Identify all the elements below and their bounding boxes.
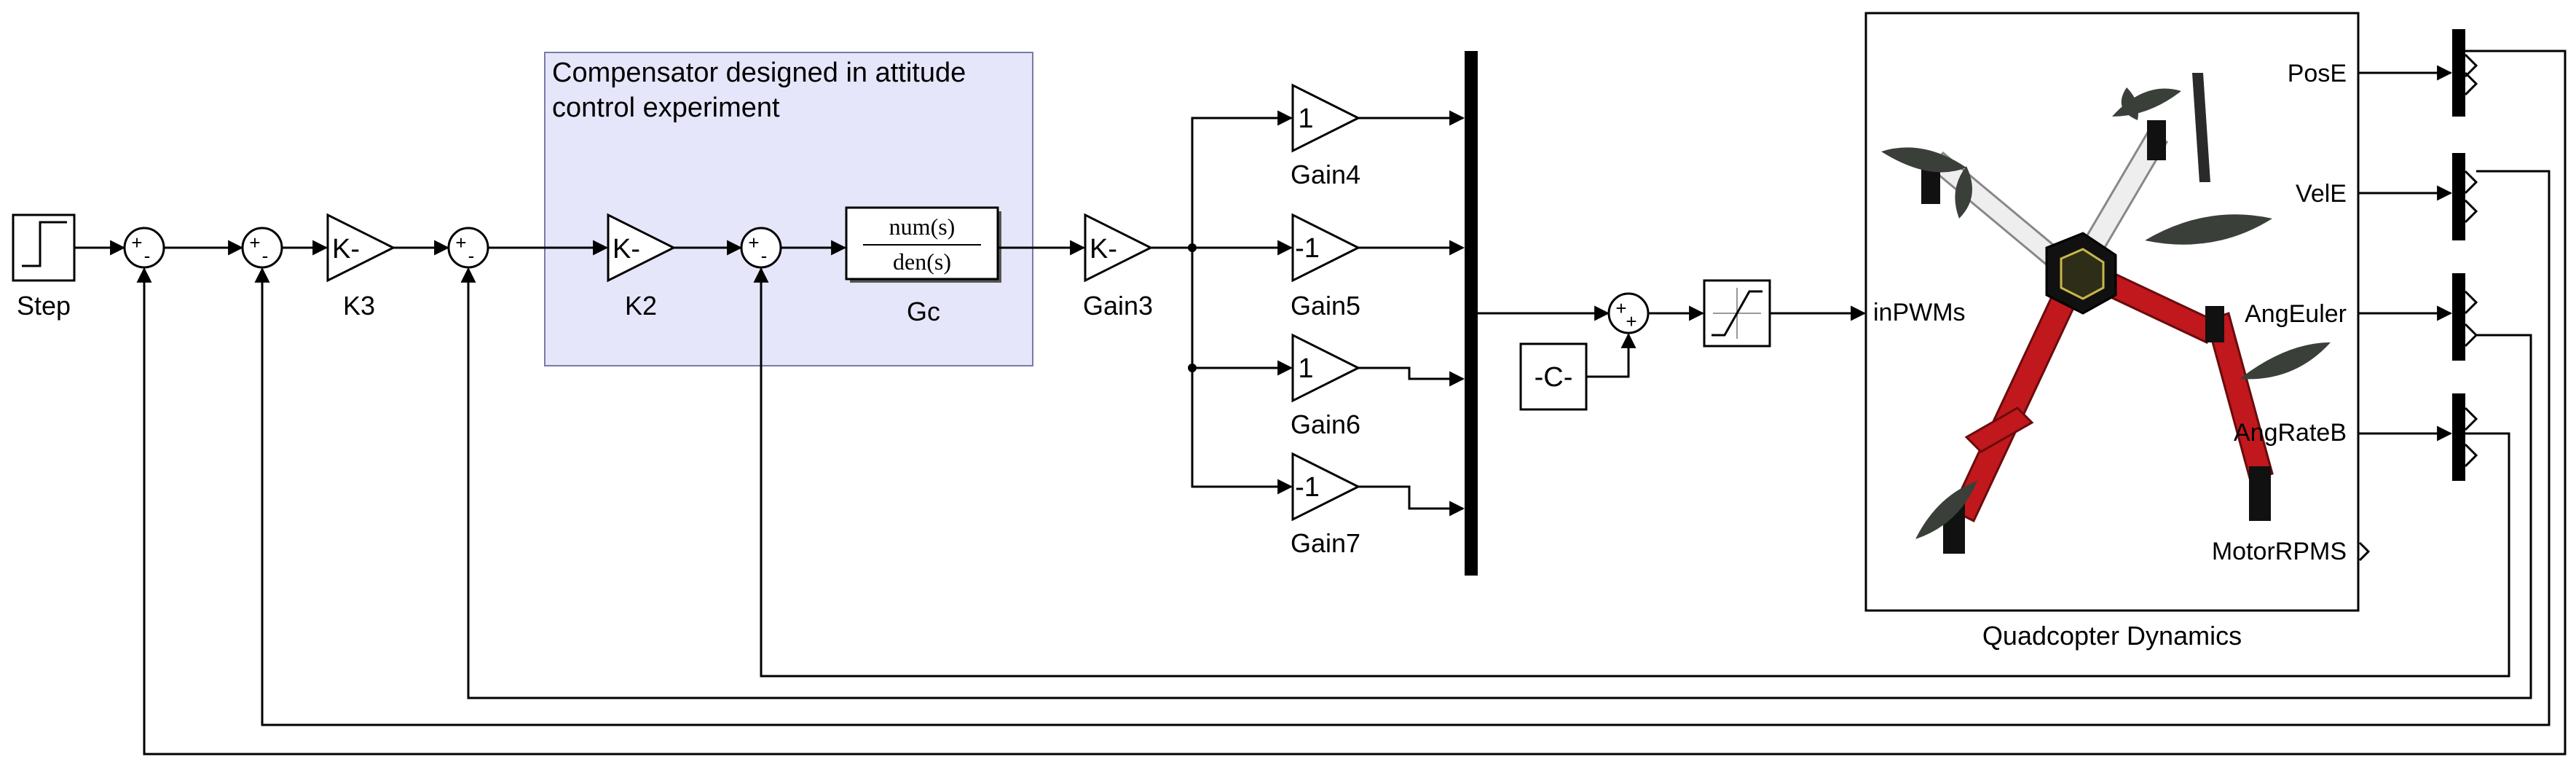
- sum3-sign-plus: +: [455, 232, 466, 254]
- sum5-sign-plus-2: +: [1626, 310, 1636, 332]
- sum3-sign-minus: -: [468, 245, 475, 267]
- quad-output-pose: PosE: [2288, 60, 2347, 87]
- quadcopter-image: [1881, 73, 2331, 554]
- k3-gain-text: K-: [332, 234, 360, 264]
- quad-output-angeuler: AngEuler: [2245, 300, 2347, 328]
- gain3-block[interactable]: K-: [1084, 213, 1154, 283]
- annotation-line-2: control experiment: [552, 93, 780, 123]
- gain6-label: Gain6: [1291, 409, 1360, 439]
- demux-angrateb[interactable]: [2452, 393, 2478, 481]
- demux-vele[interactable]: [2452, 153, 2478, 240]
- sum1-sign-plus: +: [131, 232, 142, 254]
- sum1-sign-minus: -: [144, 245, 151, 267]
- motorrpms-port-chevron: [2358, 541, 2371, 562]
- gain7-label: Gain7: [1291, 528, 1360, 558]
- gain4-block[interactable]: 1: [1291, 83, 1361, 153]
- gain5-block[interactable]: -1: [1291, 213, 1361, 283]
- sum-block-2[interactable]: + -: [241, 227, 283, 269]
- demux-pose[interactable]: [2452, 29, 2478, 117]
- quad-input-port-label: inPWMs: [1873, 299, 1966, 326]
- quad-output-motorrpms: MotorRPMS: [2212, 538, 2347, 565]
- gain4-label: Gain4: [1291, 160, 1360, 189]
- gc-denominator: den(s): [893, 248, 951, 275]
- constant-text: -C-: [1535, 362, 1573, 393]
- step-label: Step: [17, 291, 71, 321]
- gain7-text: -1: [1295, 472, 1320, 503]
- gc-transfer-function-block[interactable]: num(s) den(s): [845, 206, 1001, 283]
- gain5-text: -1: [1295, 233, 1320, 264]
- gain3-text: K-: [1090, 234, 1117, 264]
- gain7-block[interactable]: -1: [1291, 452, 1361, 522]
- gain6-text: 1: [1298, 353, 1313, 384]
- gain6-block[interactable]: 1: [1291, 333, 1361, 403]
- mux-block[interactable]: [1465, 51, 1478, 576]
- sum-block-3[interactable]: + -: [447, 227, 489, 269]
- demux-angeuler[interactable]: [2452, 273, 2478, 361]
- sum5-sign-plus-1: +: [1615, 297, 1626, 319]
- gc-label: Gc: [907, 297, 940, 326]
- k3-label: K3: [343, 291, 375, 321]
- gain3-label: Gain3: [1083, 291, 1153, 321]
- quad-output-angrateb: AngRateB: [2234, 419, 2347, 447]
- gain5-label: Gain5: [1291, 291, 1360, 321]
- sum-block-4[interactable]: + -: [740, 227, 782, 269]
- step-block[interactable]: [12, 213, 76, 282]
- sum-block-1[interactable]: + -: [123, 227, 165, 269]
- constant-block[interactable]: -C-: [1519, 342, 1588, 411]
- sum4-sign-minus: -: [761, 245, 768, 267]
- quad-output-vele: VelE: [2296, 180, 2347, 208]
- saturation-block[interactable]: [1703, 279, 1771, 348]
- sum4-sign-plus: +: [748, 232, 759, 254]
- gain4-text: 1: [1298, 103, 1313, 134]
- signal-lines: [74, 50, 2567, 756]
- k2-label: K2: [625, 291, 657, 321]
- gc-numerator: num(s): [889, 213, 956, 240]
- sum2-sign-minus: -: [262, 245, 269, 267]
- sum-block-5[interactable]: + +: [1607, 292, 1650, 334]
- annotation-line-1: Compensator designed in attitude: [552, 58, 966, 88]
- sum2-sign-plus: +: [249, 232, 260, 254]
- k3-gain-block[interactable]: K-: [326, 213, 396, 283]
- quad-label: Quadcopter Dynamics: [1982, 621, 2242, 651]
- k2-gain-text: K-: [613, 234, 640, 264]
